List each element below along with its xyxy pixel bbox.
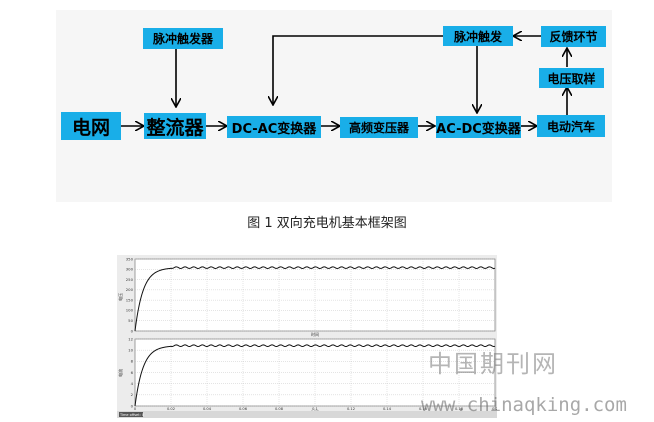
ytick-label: 10 [128,347,133,352]
bottom-panel-curve [134,344,496,407]
node-ac-dc: AC-DC变换器 [436,116,521,138]
ytick-label: 50 [128,318,133,323]
ytick-label: 4 [131,381,134,386]
xtick-label: 0.06 [239,407,248,411]
top-panel-grid [135,258,495,332]
bottom-panel-xticks: 0 0.02 0.04 0.06 0.08 0.1 0.12 0.14 0.16 0.18 0.2 [134,407,498,411]
ytick-label: 0 [131,328,134,333]
diagram-arrows [121,0,654,210]
xtick-label: 0.02 [167,407,175,411]
top-panel-yticks: 350 300 250 200 150 100 50 0 [126,256,134,333]
xtick-label: 0.14 [383,407,392,411]
xtick-label: 0.12 [347,407,355,411]
ytick-label: 8 [131,359,134,364]
ytick-label: 200 [126,287,134,292]
xtick-label: 0 [134,407,137,411]
bottom-panel-grid [135,338,495,407]
ytick-label: 12 [128,336,133,341]
ytick-label: 100 [126,308,134,313]
ytick-label: 150 [126,297,134,302]
node-dc-ac: DC-AC变换器 [227,116,321,138]
xtick-label: 0.18 [455,407,464,411]
ytick-label: 300 [126,267,134,272]
node-rectifier: 整流器 [144,113,206,139]
top-panel-xlabel: 时间 [311,331,319,337]
node-pulse-trigger-2: 脉冲触发 [443,26,513,46]
ytick-label: 250 [126,277,134,282]
node-feedback: 反馈环节 [541,26,606,47]
ytick-label: 6 [131,370,134,375]
ytick-label: 0 [131,403,134,408]
xtick-label: 0.1 [312,407,318,411]
node-hf-transformer: 高频变压器 [340,117,418,138]
status-box [119,412,143,417]
watermark-cn: 中国期刊网 [428,350,558,378]
bottom-panel-ylabel: 电流 [117,369,123,377]
node-electric-vehicle: 电动汽车 [537,115,605,137]
figure-caption: 图 1 双向充电机基本框架图 [247,216,407,231]
bottom-panel-yticks: 12 10 8 6 4 2 0 [128,336,133,408]
top-panel-curve [134,266,496,332]
xtick-label: 0.08 [275,407,284,411]
xtick-label: 0.16 [419,407,428,411]
ytick-label: 350 [126,256,134,261]
status-text: Time offset: 0 [119,413,144,417]
ytick-label: 2 [131,392,134,397]
node-pulse-trigger-1: 脉冲触发器 [143,28,223,49]
xtick-label: 0.04 [203,407,212,411]
xtick-label: 0.2 [492,407,497,411]
edge-trigger2-dcac [273,35,443,104]
node-grid: 电网 [61,112,121,140]
top-panel-ylabel: 电压 [117,293,123,301]
status-bar [117,411,497,418]
watermark-url: www.chinaqking.com [421,394,627,416]
node-voltage-sampling: 电压取样 [539,68,604,88]
